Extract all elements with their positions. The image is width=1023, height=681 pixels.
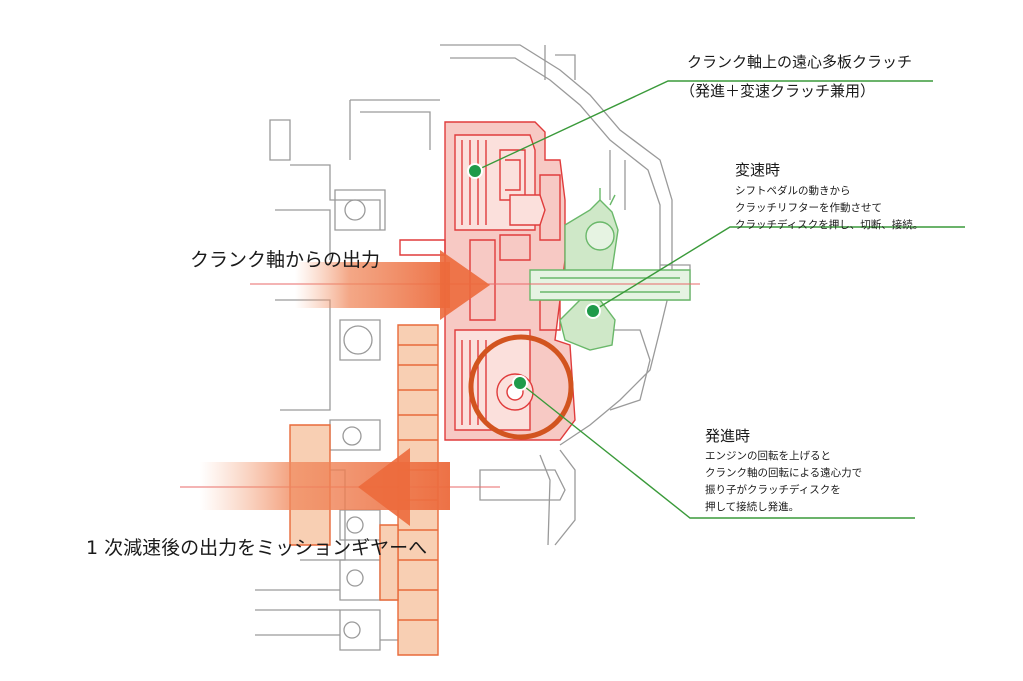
start-line: クランク軸の回転による遠心力で	[705, 467, 863, 479]
shift-line: クラッチディスクを押し、切断、接続。	[735, 219, 924, 231]
callout-lines	[474, 80, 965, 519]
centrifugal-weight-ring	[468, 334, 574, 440]
start-line: 押して接続し発進。	[705, 501, 800, 513]
primary-output-label: 1 次減速後の出力をミッションギヤーへ	[86, 537, 428, 559]
callout-dots	[467, 163, 601, 391]
crank-output-label: クランク軸からの出力	[190, 249, 381, 271]
clutch-subtitle-label: （発進＋変速クラッチ兼用）	[680, 82, 876, 100]
start-heading: 発進時	[705, 427, 751, 445]
shift-line: シフトペダルの動きから	[735, 185, 851, 197]
clutch-title-label: クランク軸上の遠心多板クラッチ	[687, 53, 913, 71]
shift-line: クラッチリフターを作動させて	[735, 202, 882, 214]
crank-output-arrow	[295, 250, 490, 320]
start-line: 振り子がクラッチディスクを	[705, 484, 841, 496]
shift-heading: 変速時	[735, 161, 781, 179]
start-line: エンジンの回転を上げると	[705, 450, 831, 462]
primary-output-arrow	[200, 448, 450, 526]
clutch-lifter	[529, 188, 691, 351]
